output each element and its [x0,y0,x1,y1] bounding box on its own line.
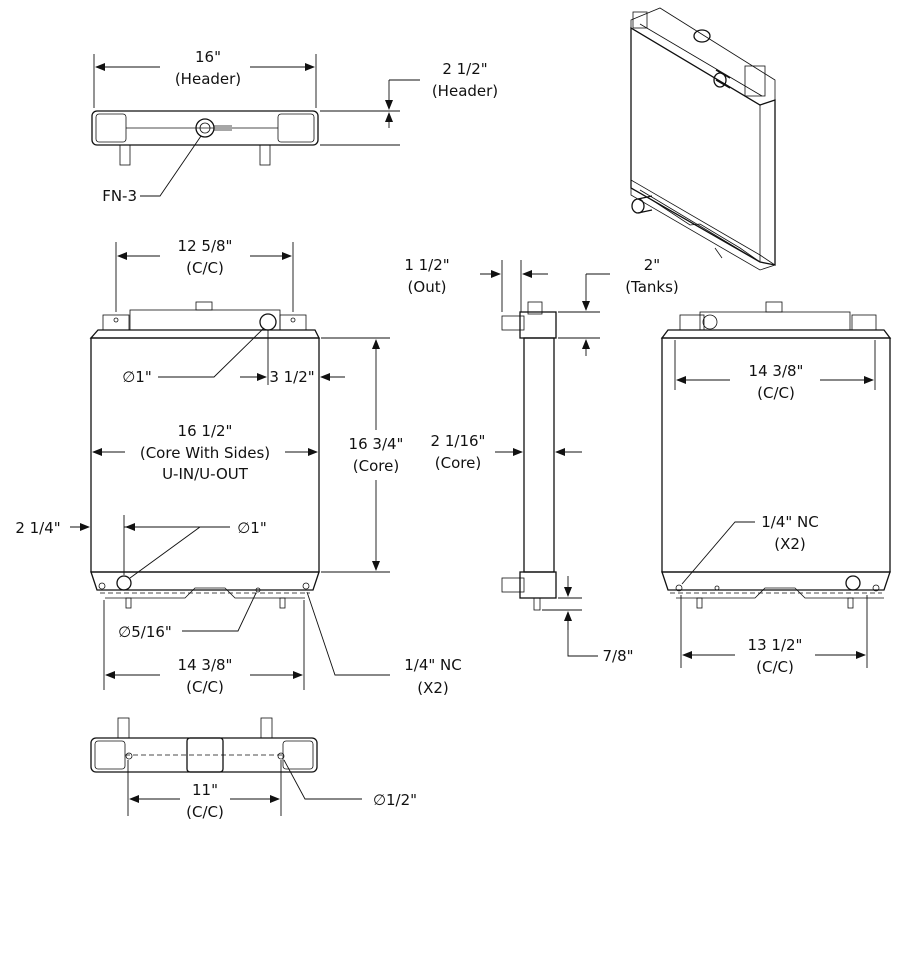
filler-neck-label: FN-3 [102,187,137,205]
rear-top-cc-note: (C/C) [757,384,795,402]
rear-bottom-cc-note: (C/C) [756,658,794,676]
tank-height-value: 2" [644,256,660,274]
top-view [91,54,420,197]
bottom-hole-cc-note: (C/C) [186,803,224,821]
mount-cc-note: (C/C) [186,259,224,277]
core-depth-note: (Core) [435,454,481,472]
tank-height-note: (Tanks) [625,278,679,296]
core-width-value: 16 1/2" [178,422,233,440]
bottom-cc-value: 14 3/8" [178,656,233,674]
thread-note: (X2) [417,679,449,697]
core-height-note: (Core) [353,457,399,475]
filler-neck-icon [195,118,215,138]
outlet-pipe [501,315,525,331]
isometric-view [630,7,776,271]
front-view [70,242,390,690]
header-height-value: 2 1/2" [442,60,487,78]
header-height-note: (Header) [432,82,498,100]
rear-thread-note: (X2) [774,535,806,553]
inlet-offset-label: 2 1/4" [15,519,60,537]
rear-top-cc-value: 14 3/8" [749,362,804,380]
core-width-note: (Core With Sides) [140,444,270,462]
rear-thread-value: 1/4" NC [761,513,819,531]
outlet-offset-label: 3 1/2" [269,368,314,386]
outlet-icon [259,313,277,331]
rear-view [660,301,892,668]
rear-bottom-cc-value: 13 1/2" [748,636,803,654]
core-depth-value: 2 1/16" [431,432,486,450]
bottom-cc-note: (C/C) [186,678,224,696]
header-width-note: (Header) [175,70,241,88]
bottom-view [90,717,362,816]
outlet-length-note: (Out) [408,278,447,296]
bottom-hole-dia-label: ∅1/2" [373,791,417,809]
outlet-length-value: 1 1/2" [404,256,449,274]
inlet-dia-label: ∅1" [237,519,267,537]
bottom-hole-cc-value: 11" [192,781,218,799]
labels: 16" (Header) 2 1/2" (Header) FN-3 12 5/8… [15,48,818,821]
header-width-value: 16" [195,48,221,66]
drain-dia-label: ∅5/16" [118,623,172,641]
flow-type-label: U-IN/U-OUT [162,465,249,483]
inlet-icon [116,575,132,591]
side-view [480,260,610,657]
bottom-offset-label: 7/8" [602,647,633,665]
mount-cc-value: 12 5/8" [178,237,233,255]
outlet-dia-label: ∅1" [122,368,152,386]
thread-value: 1/4" NC [404,656,462,674]
core-height-value: 16 3/4" [349,435,404,453]
